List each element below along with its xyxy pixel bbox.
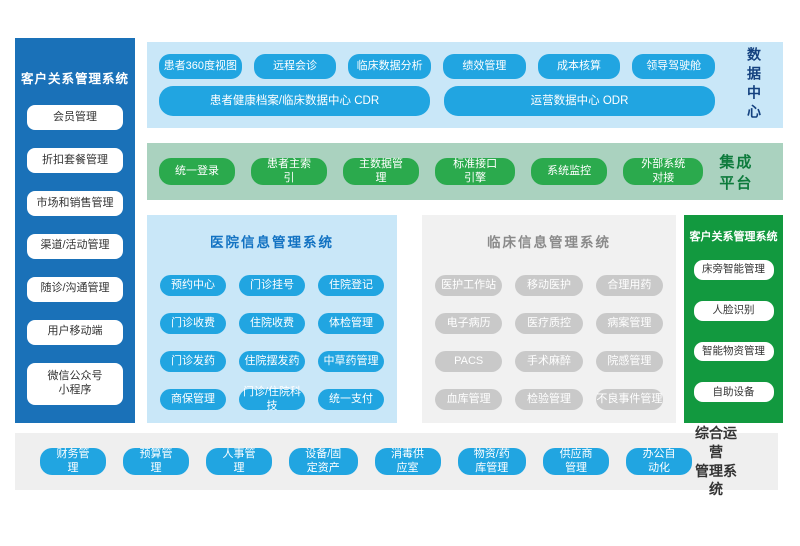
module-disinfection-supply[interactable]: 消毒供应室 [374,448,441,475]
clinical-modules-grid: 医护工作站 移动医护 合理用药 电子病历 医疗质控 病案管理 PACS 手术麻醉… [422,275,676,410]
crm-right-title: 客户关系管理系统 [689,231,778,243]
module-office-automation[interactable]: 办公自动化 [626,448,693,475]
module-odr[interactable]: 运营数据中心 ODR [444,86,715,116]
integration-platform-panel: 统一登录 患者主索引 主数据管理 标准接口引擎 系统监控 外部系统对接 集成平台 [147,143,783,200]
module-channel-activity[interactable]: 渠道/活动管理 [27,233,123,259]
module-surgery-anesthesia[interactable]: 手术麻醉 [515,351,583,372]
module-followup-communication[interactable]: 随诊/沟通管理 [27,276,123,302]
module-outpatient-billing[interactable]: 门诊收费 [160,313,226,334]
module-leadership-cockpit[interactable]: 领导驾驶舱 [632,54,716,79]
clinical-panel: 临床信息管理系统 医护工作站 移动医护 合理用药 电子病历 医疗质控 病案管理 … [422,215,676,423]
integration-platform-title: 集成平台 [719,153,754,192]
module-pacs[interactable]: PACS [435,351,503,372]
module-face-recognition[interactable]: 人脸识别 [693,300,774,321]
module-appointment-center[interactable]: 预约中心 [160,275,226,296]
data-center-row1: 患者360度视图 远程会诊 临床数据分析 绩效管理 成本核算 领导驾驶舱 [159,54,716,79]
operations-title: 综合运营 管理系统 [695,424,738,498]
data-center-title: 数据中心 [746,47,762,123]
crm-left-title: 客户关系管理系统 [20,72,129,86]
operations-panel: 财务管理 预算管理 人事管理 设备/固定资产 消毒供应室 物资/药库管理 供应商… [15,425,778,497]
module-wechat-miniprogram[interactable]: 微信公众号 小程序 [27,362,123,405]
module-medical-records[interactable]: 病案管理 [595,313,663,334]
module-supplier-management[interactable]: 供应商管理 [543,448,610,475]
module-patient-master-index[interactable]: 患者主索引 [251,158,327,185]
module-cdr[interactable]: 患者健康档案/临床数据中心 CDR [159,86,430,116]
module-hr-management[interactable]: 人事管理 [206,448,272,475]
module-unified-login[interactable]: 统一登录 [159,158,235,185]
clinical-title: 临床信息管理系统 [487,235,611,250]
module-smart-materials-management[interactable]: 智能物资管理 [693,341,774,362]
module-bedside-smart-management[interactable]: 床旁智能管理 [693,260,774,280]
module-adverse-events[interactable]: 不良事件管理 [595,389,663,410]
module-medical-workstation[interactable]: 医护工作站 [435,275,503,296]
data-center-modules: 患者360度视图 远程会诊 临床数据分析 绩效管理 成本核算 领导驾驶舱 患者健… [147,42,725,128]
module-user-mobile[interactable]: 用户移动端 [27,319,123,345]
module-inpatient-dispensing[interactable]: 住院摆发药 [239,351,305,372]
module-member-management[interactable]: 会员管理 [27,105,123,130]
module-remote-consultation[interactable]: 远程会诊 [253,54,337,79]
module-discount-package[interactable]: 折扣套餐管理 [27,147,123,173]
module-patient-360-view[interactable]: 患者360度视图 [159,54,242,79]
module-outpatient-registration[interactable]: 门诊挂号 [239,275,305,296]
module-mobile-nursing[interactable]: 移动医护 [515,275,583,296]
his-title: 医院信息管理系统 [210,235,334,250]
data-center-row2: 患者健康档案/临床数据中心 CDR 运营数据中心 ODR [159,86,715,116]
crm-right-panel: 客户关系管理系统 床旁智能管理 人脸识别 智能物资管理 自助设备 [684,215,783,423]
module-inpatient-registration[interactable]: 住院登记 [318,275,384,296]
module-marketing-sales[interactable]: 市场和销售管理 [27,190,123,216]
module-finance-management[interactable]: 财务管理 [40,448,106,475]
module-performance-management[interactable]: 绩效管理 [443,54,526,79]
module-self-service-devices[interactable]: 自助设备 [693,382,774,402]
module-physical-exam-management[interactable]: 体检管理 [318,313,384,334]
module-blood-bank[interactable]: 血库管理 [435,389,503,410]
his-modules-grid: 预约中心 门诊挂号 住院登记 门诊收费 住院收费 体检管理 门诊发药 住院摆发药… [147,275,397,412]
module-rational-drug-use[interactable]: 合理用药 [595,275,663,296]
crm-left-panel: 客户关系管理系统 会员管理 折扣套餐管理 市场和销售管理 渠道/活动管理 随诊/… [15,38,135,423]
module-outpatient-dispensing[interactable]: 门诊发药 [160,351,226,372]
data-center-label-area: 数据中心 [725,42,783,128]
module-clinical-data-analysis[interactable]: 临床数据分析 [348,54,432,79]
module-master-data-management[interactable]: 主数据管理 [343,158,419,185]
module-infection-control[interactable]: 院感管理 [595,351,663,372]
module-standard-interface-engine[interactable]: 标准接口引擎 [435,158,516,185]
module-medical-quality-control[interactable]: 医疗质控 [515,313,583,334]
module-lab-management[interactable]: 检验管理 [515,389,583,410]
module-unified-payment[interactable]: 统一支付 [318,389,384,410]
module-budget-management[interactable]: 预算管理 [123,448,189,475]
his-panel: 医院信息管理系统 预约中心 门诊挂号 住院登记 门诊收费 住院收费 体检管理 门… [147,215,397,423]
module-inpatient-billing[interactable]: 住院收费 [239,313,305,334]
module-materials-pharmacy-store[interactable]: 物资/药库管理 [457,448,527,475]
operations-modules: 财务管理 预算管理 人事管理 设备/固定资产 消毒供应室 物资/药库管理 供应商… [40,448,693,475]
module-outpatient-inpatient-tech[interactable]: 门诊/住院科技 [239,386,305,412]
module-emr[interactable]: 电子病历 [435,313,503,334]
module-system-monitoring[interactable]: 系统监控 [531,158,608,185]
module-external-system-integration[interactable]: 外部系统对接 [623,158,704,185]
module-equipment-fixed-assets[interactable]: 设备/固定资产 [289,448,358,475]
data-center-panel: 患者360度视图 远程会诊 临床数据分析 绩效管理 成本核算 领导驾驶舱 患者健… [147,42,783,128]
module-herbal-medicine-management[interactable]: 中草药管理 [318,351,384,372]
module-commercial-insurance[interactable]: 商保管理 [160,389,226,410]
module-cost-accounting[interactable]: 成本核算 [537,54,621,79]
